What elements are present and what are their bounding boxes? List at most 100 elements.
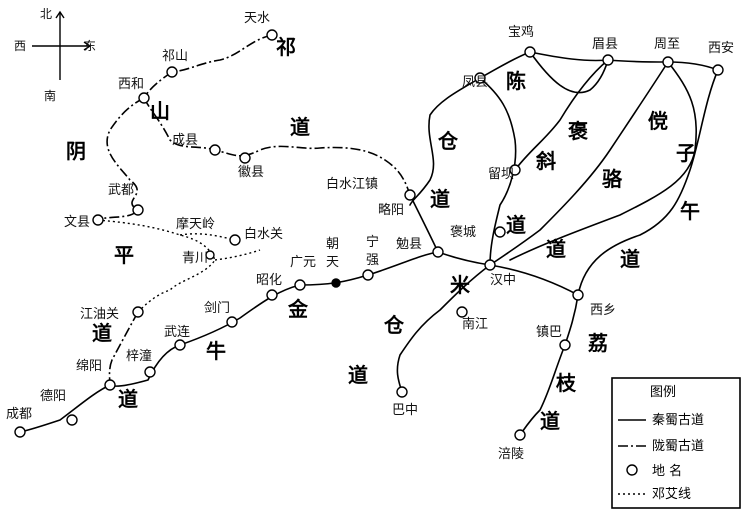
road-tangluo-char-3: 道 xyxy=(546,237,566,261)
road-ziwu-char-2: 午 xyxy=(680,199,700,223)
town-lueyang-marker xyxy=(404,189,416,201)
route-hanzhong-xixiang xyxy=(489,264,579,296)
town-chengdu-marker xyxy=(14,426,26,438)
label-fengxian: 凤县 xyxy=(462,75,488,90)
label-qingchuan: 青川 xyxy=(182,251,208,266)
label-bazhong: 巴中 xyxy=(392,403,418,418)
label-jianmen: 剑门 xyxy=(204,300,230,316)
town-deyang-marker xyxy=(66,414,78,426)
town-guangyuan-marker xyxy=(294,279,306,291)
label-liuba: 留坝 xyxy=(488,167,514,182)
routes xyxy=(19,34,719,436)
town-fengxian-marker xyxy=(474,72,486,84)
route-baoxie-dao xyxy=(514,59,609,171)
town-qishan-marker xyxy=(166,66,178,78)
route-xihe-wudu xyxy=(97,97,145,221)
label-fuling: 涪陵 xyxy=(498,447,524,462)
town-tianshui-marker xyxy=(266,29,278,41)
town-wulian-marker xyxy=(174,339,186,351)
label-zhaohua: 昭化 xyxy=(256,273,282,288)
road-baoxie-char-1: 褒 xyxy=(567,119,588,143)
town-jiangyouguan-marker xyxy=(132,306,144,318)
label-deyang: 德阳 xyxy=(40,389,66,404)
town-fuling-marker xyxy=(514,429,526,441)
town-bazhong-marker xyxy=(396,386,408,398)
legend-circle-swatch xyxy=(626,464,638,476)
legend-item-2-label: 陇蜀古道 xyxy=(652,439,704,454)
road-chencang-char-2: 仓 xyxy=(437,129,459,153)
compass-south-label: 南 xyxy=(44,88,56,103)
label-ningqiang-1: 宁 xyxy=(366,234,379,250)
label-wudu: 武都 xyxy=(108,183,134,198)
road-baoxie-char-2: 斜 xyxy=(535,149,556,173)
label-xihe: 西和 xyxy=(118,77,144,92)
label-baoji: 宝鸡 xyxy=(508,24,534,40)
label-zhouzhi: 周至 xyxy=(654,37,680,52)
route-mianxian-hanzhong xyxy=(437,251,491,266)
legend-item-4-label: 邓艾线 xyxy=(652,487,691,502)
town-xixiang-marker xyxy=(572,289,584,301)
route-micang-dao xyxy=(396,264,491,393)
label-jiangyouguan: 江油关 xyxy=(80,307,119,322)
label-chaotian-1: 朝 xyxy=(326,237,339,252)
road-labels: 祁 山 道 阴 平 道 陈 仓 道 褒 斜 道 傥 骆 道 子 午 道 金 牛 … xyxy=(66,35,700,433)
town-jianmen-marker xyxy=(226,316,238,328)
town-chaotian-marker xyxy=(331,278,341,288)
route-jinniu-dao xyxy=(19,251,439,433)
label-baishuijiangzhen: 白水江镇 xyxy=(326,176,378,192)
town-zhenba-marker xyxy=(559,339,571,351)
road-tangluo-char-2: 骆 xyxy=(602,167,623,191)
label-huixian: 徽县 xyxy=(238,165,264,180)
label-zhenba: 镇巴 xyxy=(536,325,562,340)
road-jinniu-char-2: 牛 xyxy=(206,339,226,363)
label-hanzhong: 汉中 xyxy=(490,273,516,288)
route-guanzhong xyxy=(529,51,719,71)
route-tangluo-dao xyxy=(489,61,669,266)
label-nanjiang: 南江 xyxy=(462,316,488,332)
legend-box xyxy=(611,377,741,509)
route-chengxian-huixian xyxy=(143,97,411,196)
town-zitong-marker xyxy=(144,366,156,378)
road-ziwu-char-1: 子 xyxy=(676,141,696,165)
compass-east-label: 东 xyxy=(84,39,96,53)
road-tangluo-char-1: 傥 xyxy=(647,109,668,133)
label-baocheng: 褒城 xyxy=(450,225,476,240)
road-qishan-char-1: 祁 xyxy=(276,35,296,59)
road-chencang-char-1: 陈 xyxy=(506,69,526,93)
road-yinping-char-1: 阴 xyxy=(66,139,86,163)
road-yinping-char-2: 平 xyxy=(114,243,134,267)
road-baoxie-char-3: 道 xyxy=(506,213,526,237)
compass-rose: 北 南 东 西 xyxy=(14,7,96,103)
town-xihe-marker xyxy=(138,92,150,104)
legend-title: 图例 xyxy=(650,385,676,400)
label-guangyuan: 广元 xyxy=(290,255,316,270)
town-meixian-marker xyxy=(602,54,614,66)
road-micang-char-2: 仓 xyxy=(383,313,405,337)
town-markers xyxy=(14,29,724,441)
town-xian-marker xyxy=(712,64,724,76)
town-zhaohua-marker xyxy=(266,289,278,301)
town-chengxian-marker xyxy=(209,144,221,156)
road-lizhi-char-1: 荔 xyxy=(588,331,608,355)
legend: 图例 秦蜀古道 陇蜀古道 地 名 邓艾线 xyxy=(611,377,741,509)
road-qishan-char-2: 山 xyxy=(150,99,170,123)
route-qishan-dao xyxy=(143,34,273,99)
road-lizhi-char-3: 道 xyxy=(540,409,560,433)
label-wulian: 武连 xyxy=(164,324,190,340)
town-baocheng-marker xyxy=(494,226,506,238)
town-wudu-marker xyxy=(132,204,144,216)
label-lueyang: 略阳 xyxy=(378,202,404,218)
label-xian: 西安 xyxy=(708,41,734,56)
label-mianyang: 绵阳 xyxy=(76,359,102,374)
road-ziwu-char-3: 道 xyxy=(620,247,640,271)
place-labels: 天水 祁山 西和 成县 徽县 白水江镇 略阳 勉县 宁 强 朝 天 广元 昭化 … xyxy=(6,11,734,462)
label-wenxian: 文县 xyxy=(64,215,90,230)
road-jinniu-char-3: 道 xyxy=(118,387,138,411)
town-liuba-marker xyxy=(509,164,521,176)
road-micang-char-3: 道 xyxy=(348,363,368,387)
label-chengxian: 成县 xyxy=(172,133,198,148)
town-zhouzhi-marker xyxy=(662,56,674,68)
label-zitong: 梓潼 xyxy=(126,348,152,364)
label-qishan: 祁山 xyxy=(162,49,188,64)
